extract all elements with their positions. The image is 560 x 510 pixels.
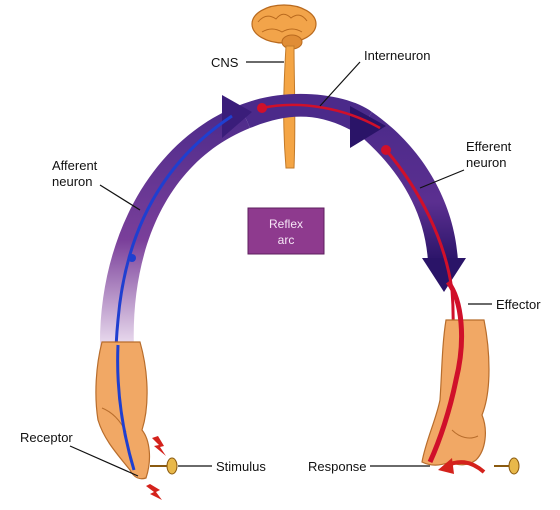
left-hand bbox=[95, 341, 151, 480]
arc-top-band bbox=[240, 93, 372, 134]
reflex-arc-label-line2: arc bbox=[278, 233, 295, 247]
afferent-arc-band bbox=[99, 105, 251, 350]
efferent-label-line1: Efferent bbox=[466, 139, 512, 154]
stimulus-pin-icon bbox=[150, 457, 178, 475]
response-arrow-icon bbox=[438, 458, 486, 474]
interneuron-label: Interneuron bbox=[364, 48, 431, 63]
left-hand-nerve bbox=[116, 344, 136, 471]
effector-muscle bbox=[427, 280, 465, 464]
afferent-label-line1: Afferent bbox=[52, 158, 98, 173]
stimulus-spark-icon bbox=[146, 436, 166, 500]
reflex-arc-label-line1: Reflex bbox=[269, 217, 303, 231]
effector-label: Effector bbox=[496, 297, 541, 312]
efferent-arc-band bbox=[358, 112, 458, 262]
efferent-cell-body bbox=[381, 145, 391, 155]
arrow-to-effector bbox=[422, 258, 466, 292]
arrow-to-cns bbox=[222, 95, 252, 138]
interneuron-cell-body bbox=[257, 103, 267, 113]
afferent-cell-body bbox=[128, 254, 136, 262]
stimulus-label: Stimulus bbox=[216, 459, 266, 474]
receptor-label: Receptor bbox=[20, 430, 73, 445]
response-label: Response bbox=[308, 459, 367, 474]
efferent-label-line2: neuron bbox=[466, 155, 506, 170]
response-pin-icon bbox=[494, 457, 520, 475]
interneuron-fiber bbox=[261, 103, 381, 130]
arrow-from-interneuron bbox=[350, 106, 386, 148]
brain-icon bbox=[251, 4, 317, 50]
reflex-arc-box bbox=[247, 207, 325, 255]
leader-lines bbox=[69, 61, 492, 477]
afferent-label-line2: neuron bbox=[52, 174, 92, 189]
cns-label: CNS bbox=[211, 55, 239, 70]
